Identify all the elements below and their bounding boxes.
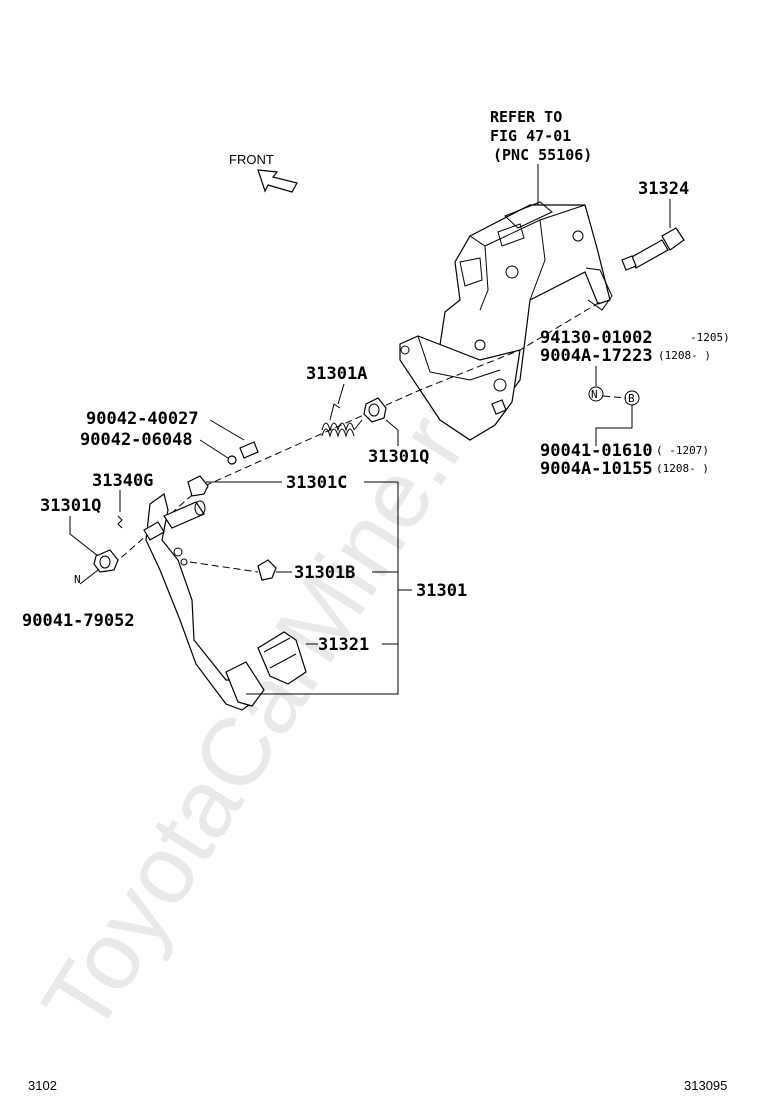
front-arrow-icon bbox=[257, 169, 298, 193]
nut-group-right-top: 94130-01002 -1205) 9004A-17223 (1208- ) … bbox=[540, 328, 730, 479]
bolt-washer-90042: 90042-40027 90042-06048 bbox=[80, 409, 259, 465]
label-9004a-10155: 9004A-10155 bbox=[540, 459, 653, 479]
pedal-pad-31321: 31321 bbox=[257, 631, 398, 685]
pedal-arm bbox=[143, 492, 265, 711]
collar-31301c: 31301C bbox=[187, 473, 398, 497]
footer-right-code: 313095 bbox=[684, 1078, 727, 1093]
label-31321: 31321 bbox=[318, 635, 369, 655]
watermark: ToyotaCarMine.ru bbox=[22, 352, 514, 1051]
label-31301q-left: 31301Q bbox=[40, 496, 101, 516]
note-94130: -1205) bbox=[690, 331, 730, 344]
label-31324: 31324 bbox=[638, 179, 689, 199]
label-9004a-17223: 9004A-17223 bbox=[540, 346, 653, 366]
badge-n-right: N bbox=[591, 388, 598, 401]
label-90042-06048: 90042-06048 bbox=[80, 430, 193, 450]
label-90041-79052: 90041-79052 bbox=[22, 611, 135, 631]
badge-b-right: B bbox=[628, 392, 635, 405]
pedal-bracket bbox=[399, 201, 613, 441]
pin-31340g: 31340G bbox=[92, 471, 153, 529]
footer-left-code: 3102 bbox=[28, 1078, 57, 1093]
note-9004a-17223: (1208- ) bbox=[658, 349, 711, 362]
assembly-axis bbox=[104, 301, 601, 573]
refer-note: REFER TO FIG 47-01 (PNC 55106) bbox=[490, 108, 592, 208]
spring-31301a: 31301A bbox=[306, 364, 367, 438]
bolt-31324: 31324 bbox=[621, 179, 689, 271]
refer-line-3: (PNC 55106) bbox=[493, 146, 592, 164]
label-90042-40027: 90042-40027 bbox=[86, 409, 199, 429]
label-94130-01002: 94130-01002 bbox=[540, 328, 653, 348]
assembly-31301: 31301 bbox=[246, 482, 467, 695]
refer-line-2: FIG 47-01 bbox=[490, 127, 571, 145]
note-90041-01610: ( -1207) bbox=[656, 444, 709, 457]
front-indicator: FRONT bbox=[229, 152, 298, 193]
bushing-31301q-top: 31301Q bbox=[363, 397, 429, 467]
label-31340g: 31340G bbox=[92, 471, 153, 491]
label-31301: 31301 bbox=[416, 581, 467, 601]
badge-n-left: N bbox=[74, 573, 81, 586]
front-label: FRONT bbox=[229, 152, 274, 167]
label-31301a: 31301A bbox=[306, 364, 367, 384]
label-90041-01610: 90041-01610 bbox=[540, 441, 653, 461]
stopper-31301b: 31301B bbox=[257, 559, 398, 583]
bushing-31301q-left: 31301Q N 90041-79052 bbox=[22, 496, 135, 631]
label-31301c: 31301C bbox=[286, 473, 347, 493]
refer-line-1: REFER TO bbox=[490, 108, 562, 126]
label-31301q-top: 31301Q bbox=[368, 447, 429, 467]
label-31301b: 31301B bbox=[294, 563, 355, 583]
note-9004a-10155: (1208- ) bbox=[656, 462, 709, 475]
